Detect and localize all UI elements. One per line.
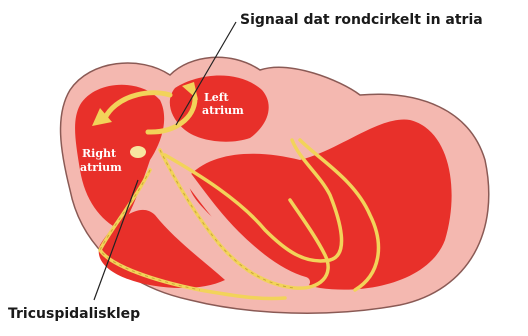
annotation-tricuspid-valve: Tricuspidalisklep: [8, 306, 140, 322]
sa-node: [130, 146, 146, 158]
left-atrium-label-line2: atrium: [202, 104, 244, 117]
right-atrium-label-line1: Right: [82, 147, 117, 160]
right-atrium-label-line2: atrium: [80, 161, 122, 174]
annotation-atrial-signal: Signaal dat rondcirkelt in atria: [240, 12, 483, 28]
left-atrium-label-line1: Left: [204, 91, 229, 104]
